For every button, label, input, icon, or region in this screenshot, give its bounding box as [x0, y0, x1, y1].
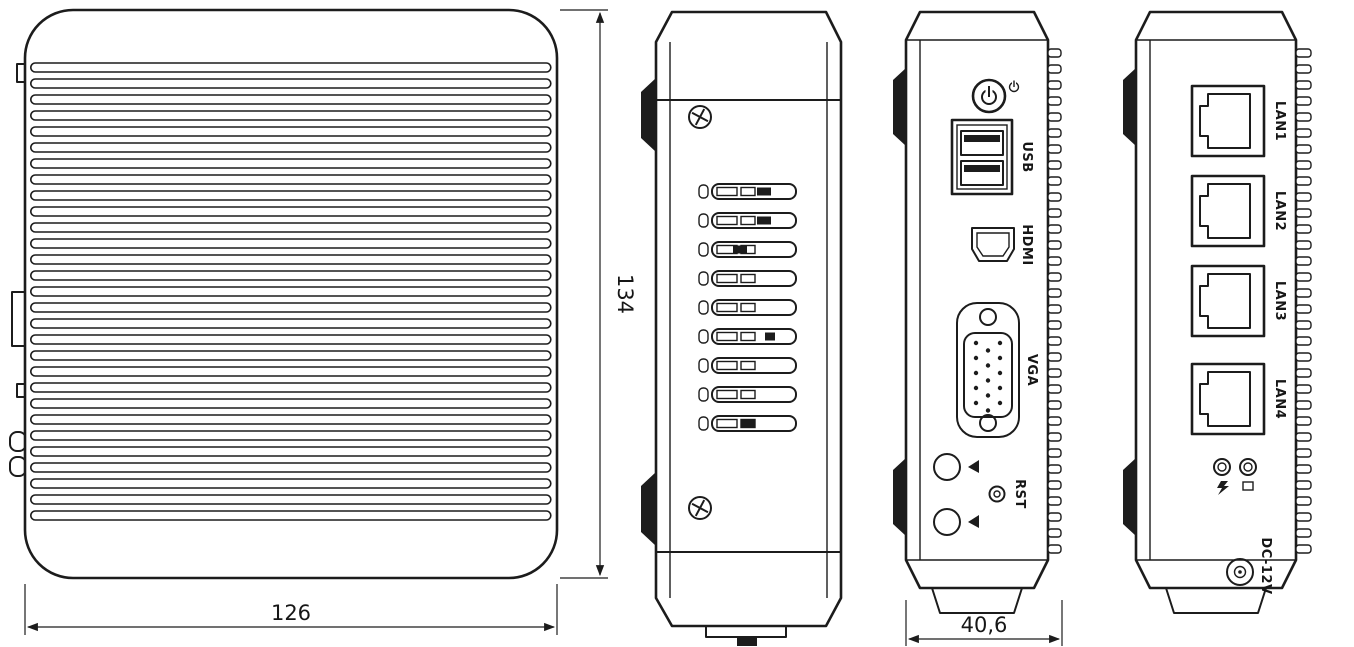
dc-power-label: DC-12V — [1258, 537, 1273, 594]
antenna-marker-icon — [968, 515, 979, 528]
lan2-label: LAN2 — [1272, 191, 1287, 231]
power-symbol-icon — [1008, 80, 1020, 93]
side-outline — [654, 10, 843, 628]
top-view — [9, 8, 559, 580]
usb-port — [950, 118, 1014, 196]
base-foot — [1165, 587, 1267, 614]
dim-depth-label: 40,6 — [961, 613, 1008, 637]
screw-icon — [688, 105, 712, 129]
mount-bracket — [1123, 68, 1136, 146]
mount-bracket — [1123, 458, 1136, 536]
screw-icon — [688, 496, 712, 520]
dc-power-jack — [1226, 558, 1254, 586]
rear-outline — [1134, 10, 1298, 590]
mount-bracket — [641, 472, 656, 546]
rear-view: LAN1 LAN2 LAN3 LAN4 DC-12V — [1123, 10, 1312, 614]
dimension-depth: 40,6 — [905, 600, 1063, 646]
antenna-marker-icon — [968, 460, 979, 473]
bottom-clip — [737, 637, 757, 646]
lan3-label: LAN3 — [1272, 281, 1287, 321]
vga-port — [956, 302, 1020, 438]
mount-bracket — [893, 68, 906, 146]
dimension-width: 126 — [24, 584, 558, 635]
base-foot — [931, 587, 1023, 614]
reset-button — [988, 485, 1006, 503]
dim-height-label: 134 — [613, 274, 637, 314]
antenna-stub — [9, 431, 27, 452]
front-view: USB HDMI VGA RST — [893, 10, 1062, 614]
dim-width-label: 126 — [271, 601, 311, 625]
mount-bracket — [641, 78, 656, 152]
heatsink-fins — [30, 60, 552, 524]
usb-label: USB — [1019, 141, 1034, 172]
antenna-stub — [9, 456, 27, 477]
vga-label: VGA — [1024, 354, 1039, 386]
led-indicator — [1213, 458, 1231, 495]
vent-slots — [698, 183, 797, 432]
link-icon — [1242, 481, 1254, 491]
hdmi-label: HDMI — [1019, 224, 1034, 265]
antenna-hole — [933, 508, 961, 536]
lan4-label: LAN4 — [1272, 379, 1287, 419]
rst-label: RST — [1012, 479, 1027, 509]
side-view — [641, 10, 843, 646]
antenna-hole — [933, 453, 961, 481]
lan1-label: LAN1 — [1272, 101, 1287, 141]
activity-icon — [1217, 481, 1229, 495]
bottom-foot — [705, 625, 787, 638]
heatsink-fin-edge — [1296, 46, 1312, 558]
power-button — [971, 78, 1007, 114]
led-indicator — [1239, 458, 1257, 491]
hdmi-port — [971, 227, 1015, 262]
mount-bracket — [893, 458, 906, 536]
dimension-height: 134 — [560, 9, 637, 579]
heatsink-fin-edge — [1048, 46, 1062, 558]
